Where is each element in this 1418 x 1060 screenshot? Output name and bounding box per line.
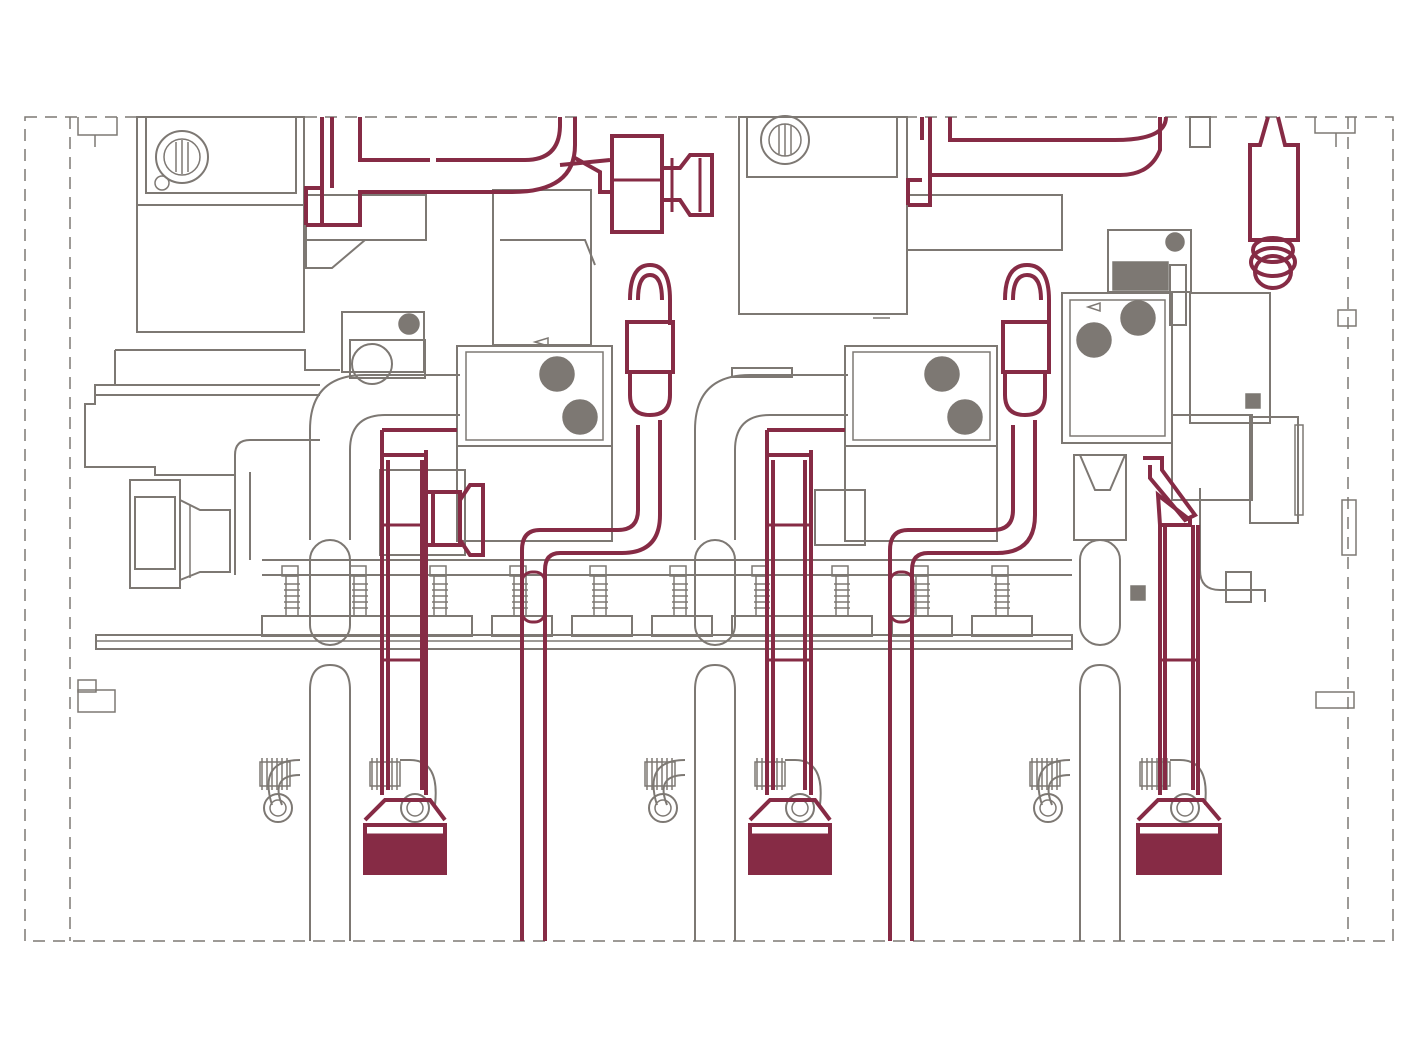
boiler-units (379, 292, 1304, 603)
unit-2-bottom-fittings (644, 758, 822, 823)
corner-details (77, 117, 1357, 713)
header-valve (831, 565, 850, 617)
top-center-equipment (738, 115, 1063, 319)
top-right-equipment (1107, 116, 1271, 424)
header-rail (95, 559, 1073, 650)
header-valve (669, 565, 688, 617)
red-piping (304, 116, 1300, 941)
left-side-equipment (84, 311, 426, 589)
unit-3-bottom-fittings (1029, 758, 1207, 823)
unit-1-bottom-fittings (259, 758, 437, 823)
boundary-lines (24, 116, 1394, 942)
header-valve (281, 565, 300, 617)
header-valve (429, 565, 448, 617)
top-left-equipment (136, 116, 596, 346)
header-valve (349, 565, 368, 617)
vertical-gray-pipes (309, 374, 1127, 941)
bottom-elbows (259, 758, 1207, 823)
header-valve (991, 565, 1010, 617)
header-valve (911, 565, 930, 617)
header-valve (589, 565, 608, 617)
outer-boundary (24, 116, 1394, 942)
